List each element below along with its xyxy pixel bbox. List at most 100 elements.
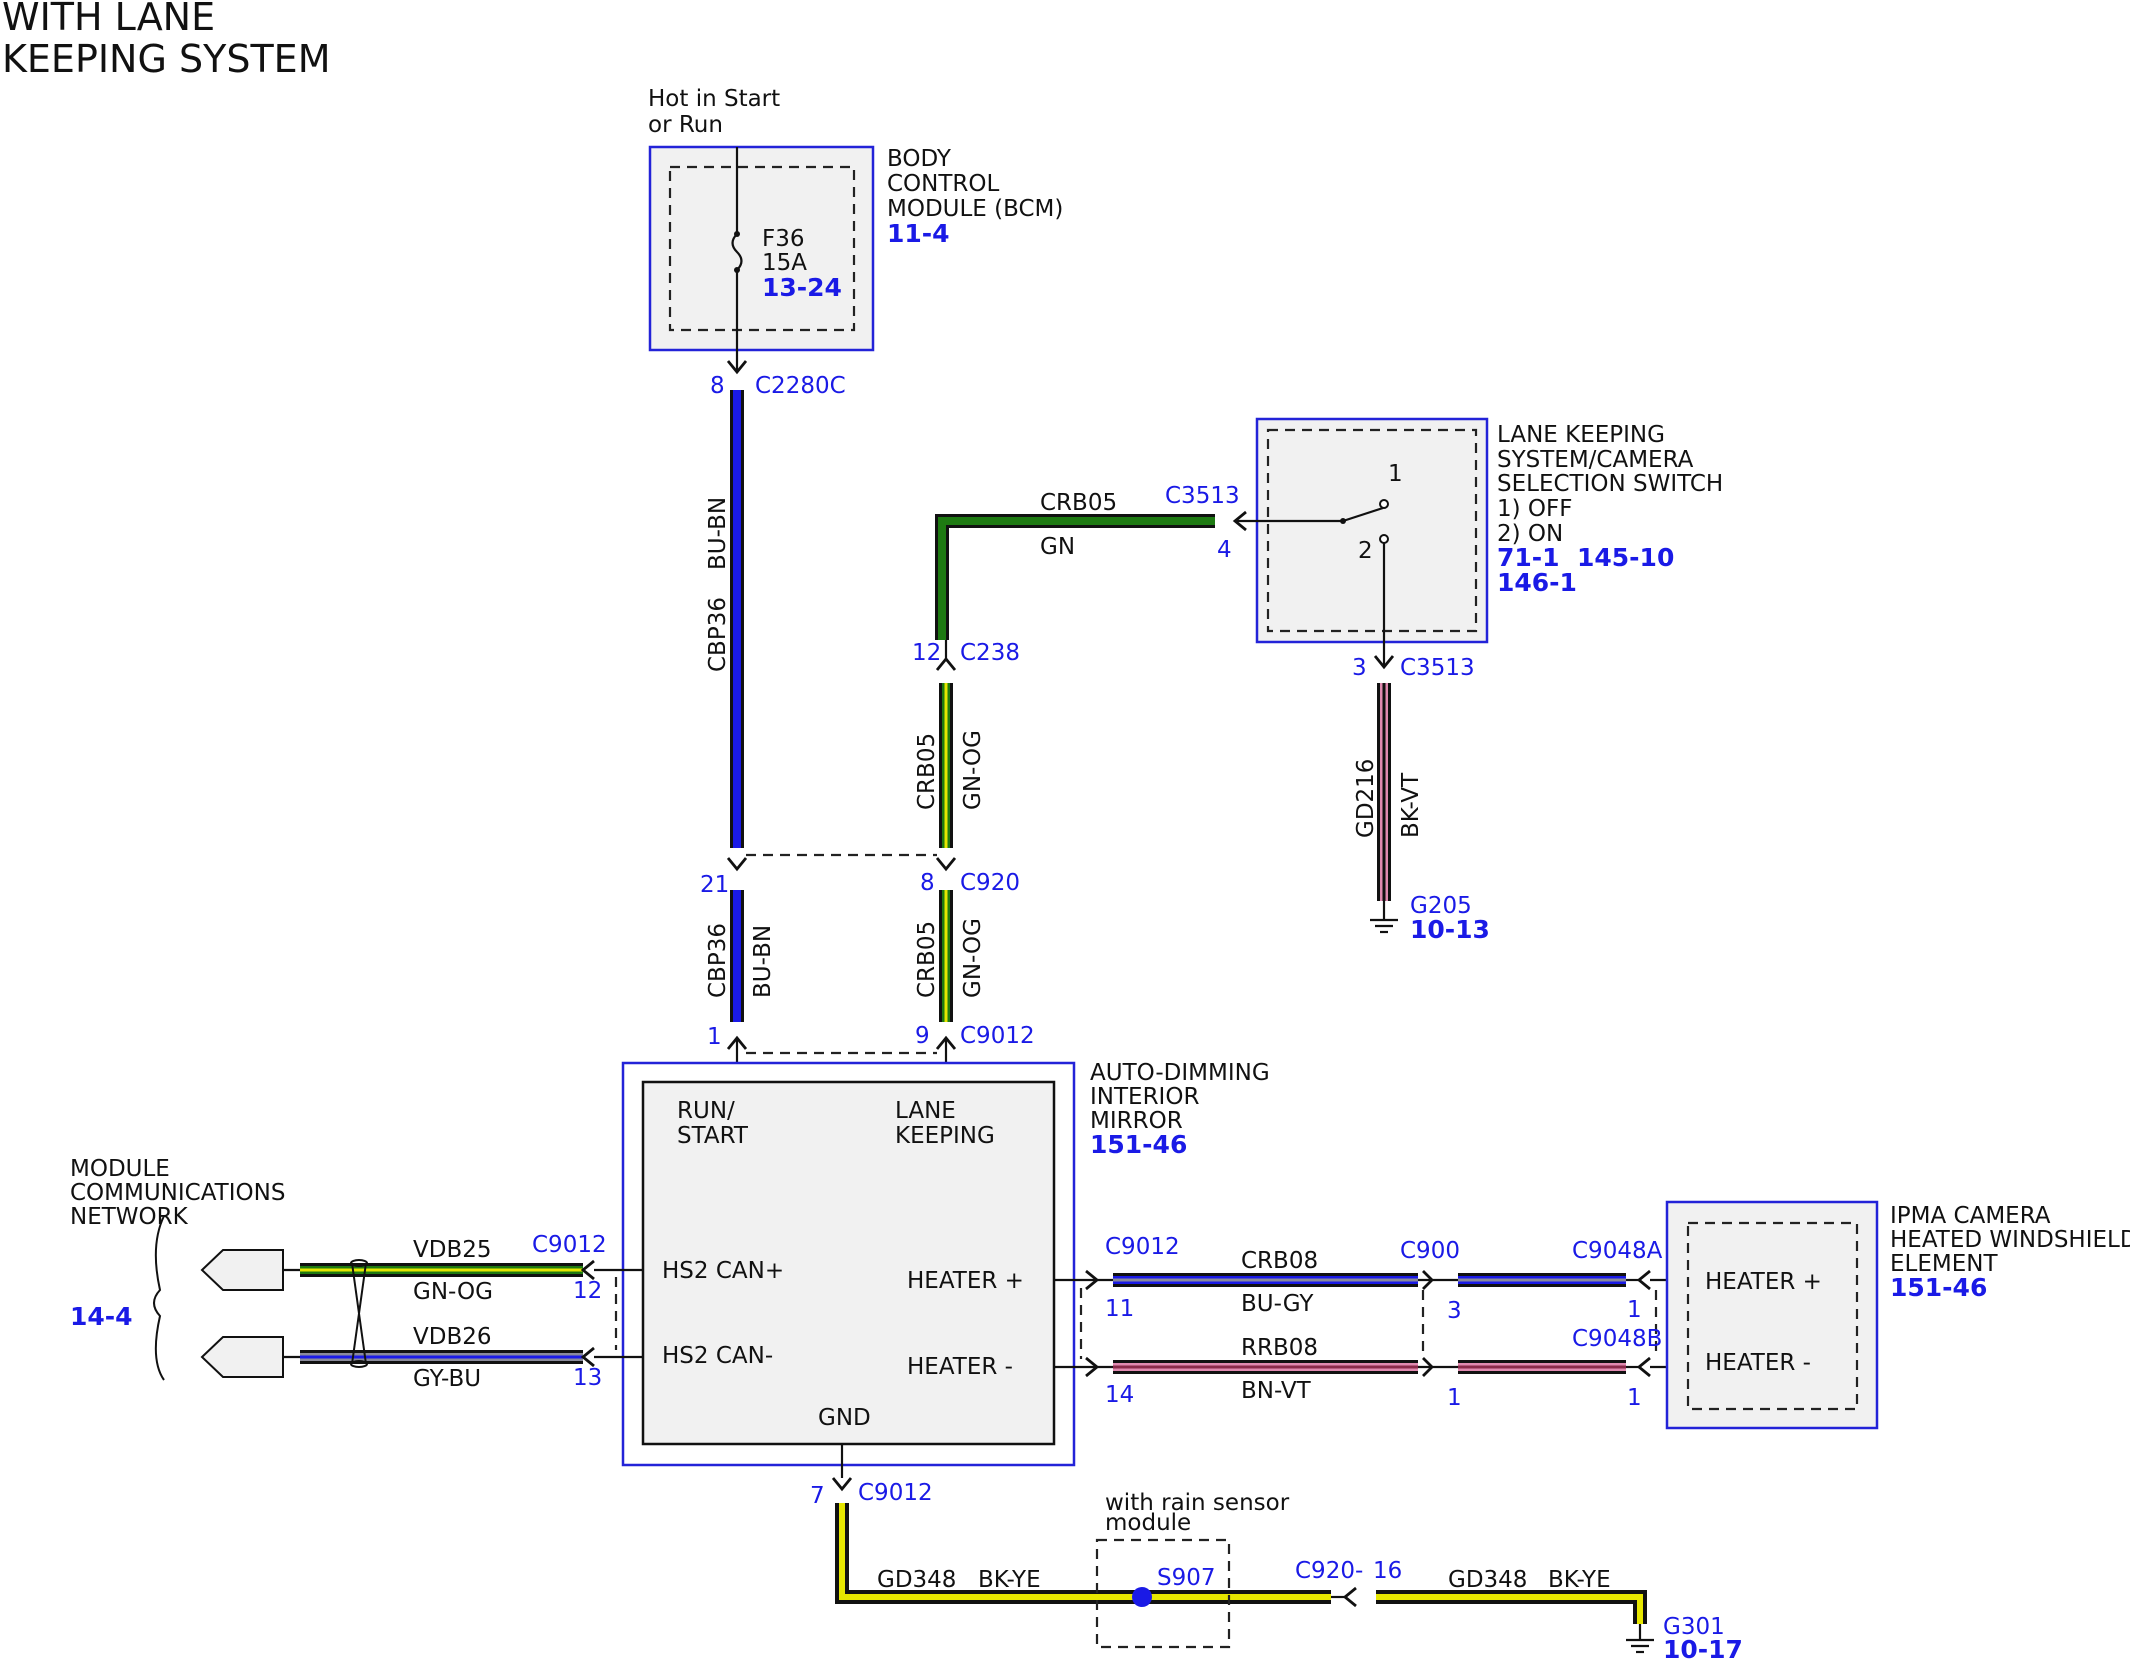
connector-c920-crb05-symbol [935, 857, 957, 872]
switch-ref-2: 145-10 [1577, 543, 1674, 572]
wire-cbp36-upper [730, 390, 744, 848]
wire-vdb25 [283, 1263, 583, 1277]
switch-contact-1 [1379, 499, 1389, 509]
c9012-pin-13: 13 [573, 1365, 602, 1391]
c9012-pin-7: 7 [810, 1483, 825, 1509]
wire-gd348-left [835, 1503, 1331, 1604]
connector-c2280c-symbol [726, 360, 748, 375]
mirror-name-line-2: INTERIOR [1090, 1084, 1199, 1110]
c920-cbp36-pin: 21 [700, 872, 729, 898]
mirror-pin-heater-pos: HEATER + [907, 1268, 1024, 1294]
crb05-top-color: GN [1040, 534, 1075, 560]
diagram-title-line-2: KEEPING SYSTEM [2, 37, 330, 81]
fuse-id: F36 [762, 226, 805, 252]
fuse-ref: 13-24 [762, 273, 842, 302]
cbp36-upper-color-code: BU-BN [705, 497, 731, 570]
mirror-pin-run-start-line-1: RUN/ [677, 1098, 735, 1124]
module-communications-network: MODULE COMMUNICATIONS NETWORK 14-4 [70, 1156, 285, 1381]
connector-c9012-pin12-symbol [580, 1259, 595, 1281]
c920-label: C920 [960, 870, 1020, 896]
c3513-top-label: C3513 [1165, 483, 1240, 509]
wire-cbp36-lower [730, 890, 744, 1022]
gd216-circuit: GD216 [1353, 759, 1379, 838]
switch-name-line-2: SYSTEM/CAMERA [1497, 447, 1694, 473]
bcm-name-line-3: MODULE (BCM) [887, 196, 1063, 222]
ipma-pin-heater-neg: HEATER - [1705, 1350, 1811, 1376]
vdb25-circuit: VDB25 [413, 1237, 492, 1263]
connector-c9012-pin13-symbol [580, 1346, 595, 1368]
wire-gd216 [1377, 683, 1391, 901]
crb08-color: BU-GY [1241, 1291, 1314, 1317]
gd216-color: BK-VT [1398, 772, 1424, 838]
ground-g205-ref: 10-13 [1410, 915, 1490, 944]
ipma-camera-heater: HEATER + HEATER - IPMA CAMERA HEATED WIN… [1665, 1200, 2130, 1430]
switch-contact-2 [1379, 534, 1389, 544]
c3513-bottom-label: C3513 [1400, 655, 1475, 681]
crb05-lower-color: GN-OG [960, 918, 986, 998]
bcm-box [648, 145, 875, 352]
network-name-line-3: NETWORK [70, 1204, 189, 1230]
fuse-terminal-top [734, 231, 740, 237]
network-brace [153, 1215, 165, 1381]
c238-pin: 12 [912, 640, 941, 666]
wire-gd348-right [1376, 1590, 1647, 1624]
gd348-left-color: BK-YE [978, 1567, 1041, 1593]
gd348-left-circuit: GD348 [877, 1567, 956, 1593]
ground-g205-symbol [1370, 901, 1398, 934]
ground-g205-label: G205 [1410, 893, 1472, 919]
network-connector-can-low [200, 1336, 284, 1378]
c238-label: C238 [960, 640, 1020, 666]
ipma-name-line-1: IPMA CAMERA [1890, 1203, 2051, 1229]
switch-contact-2-number: 2 [1358, 538, 1373, 564]
fuse-symbol [731, 233, 743, 271]
mirror-pin-can-low: HS2 CAN- [662, 1343, 773, 1369]
power-note-line-1: Hot in Start [648, 86, 780, 112]
connector-c3513-pin3-symbol [1373, 655, 1395, 670]
wire-crb05-gn-og-upper [939, 683, 953, 848]
crb05-upper-color: GN-OG [960, 730, 986, 810]
mirror-pin-lane-keeping-line-1: LANE [895, 1098, 956, 1124]
crb05-upper-circuit: CRB05 [914, 733, 940, 810]
ipma-ref: 151-46 [1890, 1273, 1987, 1302]
c920-crb05-pin: 8 [920, 870, 935, 896]
connector-c3513-pin4-symbol [1232, 510, 1247, 532]
body-control-module: Hot in Start or Run BODY CONTROL MODULE … [648, 86, 1063, 372]
gd348-right-circuit: GD348 [1448, 1567, 1527, 1593]
lane-keeping-switch: LANE KEEPING SYSTEM/CAMERA SELECTION SWI… [1235, 417, 1723, 665]
rrb08-circuit: RRB08 [1241, 1335, 1318, 1361]
vdb26-circuit: VDB26 [413, 1324, 492, 1350]
network-connector-can-high [200, 1249, 284, 1291]
crb05-lower-circuit: CRB05 [914, 921, 940, 998]
mirror-pin-gnd: GND [818, 1405, 871, 1431]
bcm-name-line-2: CONTROL [887, 171, 1000, 197]
c9012-pin-11: 11 [1105, 1296, 1134, 1322]
cbp36-lower-color-code: BU-BN [750, 925, 776, 998]
c2280c-pin: 8 [710, 373, 725, 399]
c900-pin-1: 1 [1447, 1385, 1462, 1411]
connector-c920-cbp36-symbol [726, 857, 748, 872]
diagram-title-line-1: WITH LANE [2, 0, 215, 39]
gd348-right-color: BK-YE [1548, 1567, 1611, 1593]
network-name-line-2: COMMUNICATIONS [70, 1180, 285, 1206]
fuse-rating: 15A [762, 250, 807, 276]
connector-c9048b-symbol [1636, 1356, 1651, 1378]
cbp36-lower-circuit: CBP36 [705, 923, 731, 998]
switch-blade [1342, 506, 1384, 523]
ground-g301-symbol [1626, 1624, 1654, 1654]
c9012-pin-12: 12 [573, 1278, 602, 1304]
wire-crb05-gn [935, 514, 1215, 640]
wire-rrb08-left [1113, 1360, 1418, 1374]
c920-gd348-label: C920- [1295, 1558, 1363, 1584]
c900-pin-3: 3 [1447, 1298, 1462, 1324]
c9048a-label: C9048A [1572, 1238, 1663, 1264]
mirror-pin-lane-keeping-line-2: KEEPING [895, 1123, 995, 1149]
vdb25-color: GN-OG [413, 1279, 493, 1305]
connector-c9048a-symbol [1636, 1269, 1651, 1291]
c9012-top-label: C9012 [960, 1023, 1035, 1049]
ipma-name-line-2: HEATED WINDSHIELD [1890, 1227, 2130, 1253]
c9012-left-label: C9012 [532, 1232, 607, 1258]
mirror-pin-can-high: HS2 CAN+ [662, 1258, 784, 1284]
switch-inner-boundary [1266, 428, 1478, 633]
c9012-pin-9: 9 [915, 1023, 930, 1049]
c9012-pin-1: 1 [707, 1024, 722, 1050]
